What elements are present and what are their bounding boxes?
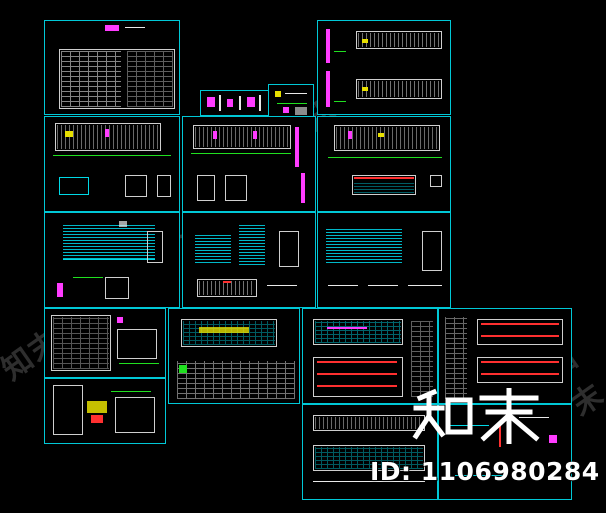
sheet-reinforcement-plan[interactable]	[438, 308, 572, 404]
sheet-front-elevation[interactable]	[44, 212, 180, 308]
sheet-side-elevation[interactable]	[182, 212, 316, 308]
zhimo-logo	[412, 388, 540, 444]
sheet-ground-floor-plan[interactable]	[44, 116, 180, 212]
sheet-roof-plan[interactable]	[302, 404, 438, 500]
sheet-small-details[interactable]	[200, 90, 270, 116]
sheet-structure-notes[interactable]	[44, 308, 166, 378]
watermark-id-text: ID: 1106980284	[370, 457, 600, 486]
sheet-beam-layout[interactable]	[302, 308, 438, 404]
sheet-stair-details[interactable]	[44, 378, 166, 444]
sheet-design-notes[interactable]	[44, 20, 180, 115]
sheet-foundation-plan[interactable]	[168, 308, 300, 404]
sheet-second-floor-plan[interactable]	[182, 116, 316, 212]
sheet-floor-plans-top[interactable]	[317, 20, 451, 115]
sheet-third-floor-plan[interactable]	[317, 116, 451, 212]
sheet-rear-elevation[interactable]	[317, 212, 451, 308]
sheet-details-b[interactable]	[268, 84, 314, 118]
